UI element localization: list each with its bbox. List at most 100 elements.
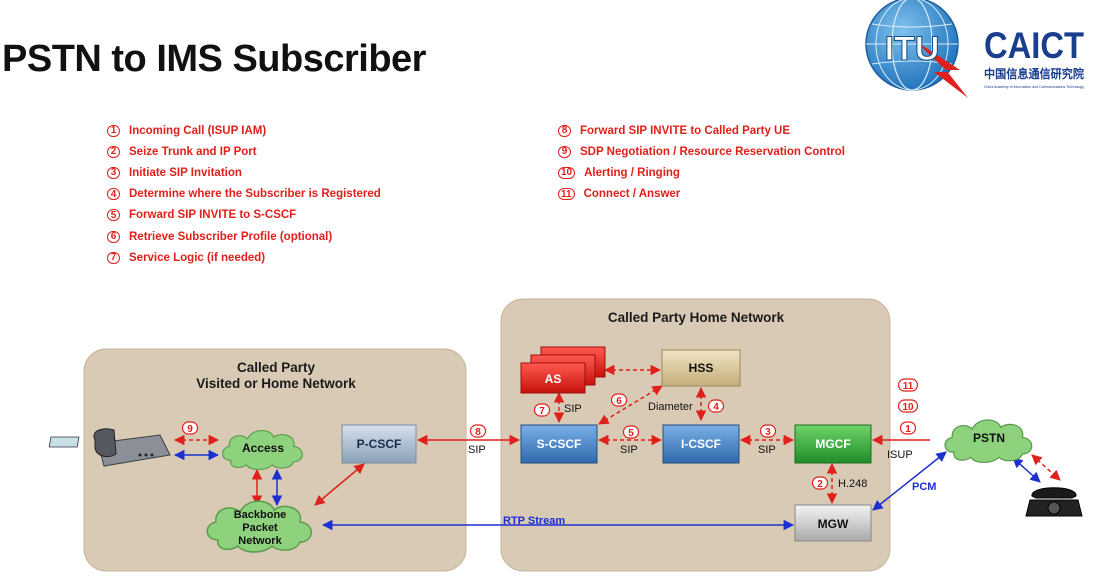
sip-label-as-scscf: SIP: [564, 403, 582, 415]
step-number-badge: 9: [558, 145, 571, 158]
svg-text:Access: Access: [242, 441, 284, 455]
step-item: 8 Forward SIP INVITE to Called Party UE: [558, 120, 845, 141]
sip-label-icscf-mgcf: SIP: [758, 444, 776, 456]
step-number-badge: 5: [107, 209, 120, 222]
step-text: Service Logic (if needed): [129, 251, 266, 264]
link-mgw-pstn-pcm: [872, 451, 947, 511]
svg-text:S-CSCF: S-CSCF: [537, 437, 582, 451]
step-marker-10: 10: [897, 399, 919, 413]
pstn-cloud: PSTN: [944, 419, 1033, 464]
svg-text:P-CSCF: P-CSCF: [357, 437, 402, 451]
page-title: PSTN to IMS Subscriber: [2, 38, 426, 80]
svg-text:CAICT: CAICT: [984, 25, 1084, 66]
svg-text:9: 9: [187, 424, 193, 435]
svg-text:中国信息通信研究院: 中国信息通信研究院: [984, 66, 1084, 81]
step-item: 4 Determine where the Subscriber is Regis…: [107, 184, 381, 205]
step-marker-4: 4: [707, 399, 725, 413]
step-item: 9 SDP Negotiation / Resource Reservation …: [558, 141, 845, 162]
mgw-node: MGW: [794, 504, 872, 542]
step-marker-9: 9: [181, 421, 199, 435]
step-text: Alerting / Ringing: [584, 166, 680, 179]
step-number-badge: 10: [558, 166, 576, 179]
step-text: Forward SIP INVITE to Called Party UE: [580, 124, 791, 137]
step-number-badge: 8: [558, 124, 571, 137]
landline-phone-icon: [1025, 487, 1083, 517]
steps-list-left: 1 Incoming Call (ISUP IAM) 2 Seize Trunk an…: [107, 120, 381, 268]
connections: [173, 364, 1061, 531]
svg-text:ITU: ITU: [885, 30, 940, 68]
svg-text:China Academy of Information a: China Academy of Information and Communi…: [984, 85, 1084, 89]
isup-label: ISUP: [887, 449, 913, 461]
svg-text:1: 1: [905, 424, 911, 435]
step-number-badge: 4: [107, 188, 120, 201]
step-item: 3 Initiate SIP Invitation: [107, 162, 381, 183]
svg-text:AS: AS: [545, 372, 562, 386]
step-number-badge: 6: [107, 230, 120, 243]
step-number-badge: 2: [107, 145, 120, 158]
pcm-label: PCM: [912, 481, 936, 493]
step-number-badge: 3: [107, 166, 120, 179]
svg-text:MGW: MGW: [818, 517, 849, 531]
svg-text:HSS: HSS: [689, 361, 714, 375]
ip-phone-icon: [48, 428, 171, 467]
step-text: SDP Negotiation / Resource Reservation C…: [580, 145, 845, 158]
step-text: Initiate SIP Invitation: [129, 166, 242, 179]
step-markers: 9 8 5 3 7 6 4 2 11 10 1: [181, 378, 919, 490]
icscf-node: I-CSCF: [662, 424, 740, 464]
step-item: 2 Seize Trunk and IP Port: [107, 141, 381, 162]
step-marker-7: 7: [533, 403, 551, 417]
scscf-node: S-CSCF: [520, 424, 598, 464]
step-item: 10 Alerting / Ringing: [558, 162, 845, 183]
pcscf-node: P-CSCF: [341, 424, 417, 464]
sip-label-scscf-icscf: SIP: [620, 444, 638, 456]
step-item: 5 Forward SIP INVITE to S-CSCF: [107, 205, 381, 226]
step-marker-6: 6: [610, 393, 628, 407]
svg-text:3: 3: [765, 427, 771, 438]
step-item: 7 Service Logic (if needed): [107, 247, 381, 268]
svg-text:11: 11: [903, 381, 914, 392]
step-marker-2: 2: [811, 476, 829, 490]
h248-label: H.248: [838, 478, 867, 490]
svg-text:10: 10: [902, 402, 914, 413]
step-text: Forward SIP INVITE to S-CSCF: [129, 209, 297, 222]
svg-text:I-CSCF: I-CSCF: [681, 437, 721, 451]
svg-text:7: 7: [539, 406, 545, 417]
home-network-label: Called Party Home Network: [608, 310, 785, 325]
step-text: Determine where the Subscriber is Regist…: [129, 188, 381, 201]
step-text: Retrieve Subscriber Profile (optional): [129, 230, 333, 243]
step-marker-5: 5: [622, 425, 640, 439]
sip-label-pcscf-scscf: SIP: [468, 444, 486, 456]
step-text: Incoming Call (ISUP IAM): [129, 124, 267, 137]
hss-node: HSS: [661, 349, 741, 387]
step-marker-3: 3: [759, 424, 777, 438]
step-marker-1: 1: [899, 421, 917, 435]
svg-text:5: 5: [628, 428, 634, 439]
step-number-badge: 1: [107, 124, 120, 137]
mgcf-node: MGCF: [794, 424, 872, 464]
as-node: AS: [520, 346, 606, 394]
svg-text:2: 2: [817, 479, 823, 490]
access-cloud: Access: [221, 429, 303, 471]
step-item: 11 Connect / Answer: [558, 184, 845, 205]
itu-logo: ITU: [860, 0, 972, 100]
step-text: Seize Trunk and IP Port: [129, 145, 257, 158]
step-number-badge: 7: [107, 251, 120, 264]
step-number-badge: 11: [558, 188, 575, 201]
link-pstn-phone-red: [1031, 454, 1061, 481]
step-item: 1 Incoming Call (ISUP IAM): [107, 120, 381, 141]
step-marker-8: 8: [469, 424, 487, 438]
link-labels: SIP SIP SIP SIP Diameter ISUP H.248 PCM …: [468, 401, 936, 527]
link-hss-scscf: [598, 385, 663, 425]
svg-text:4: 4: [713, 402, 719, 413]
step-text: Connect / Answer: [583, 188, 681, 201]
itu-globe-icon: ITU: [865, 0, 968, 98]
rtp-stream-label: RTP Stream: [503, 515, 565, 527]
link-backbone-pcscf: [314, 463, 365, 506]
svg-text:MGCF: MGCF: [815, 437, 850, 451]
step-item: 6 Retrieve Subscriber Profile (optional): [107, 226, 381, 247]
